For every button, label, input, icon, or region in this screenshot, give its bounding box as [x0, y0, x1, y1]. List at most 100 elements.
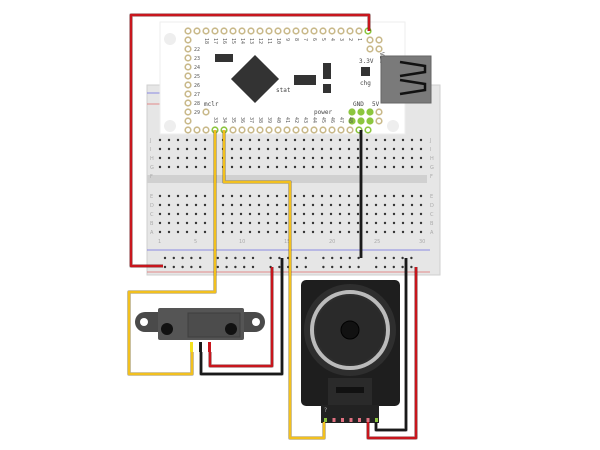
breadboard-hole	[338, 221, 342, 225]
mclr-label: mclr	[204, 101, 219, 108]
breadboard-hole	[302, 138, 306, 142]
rail-hole	[348, 256, 351, 260]
board-pad	[346, 27, 354, 35]
column-marker: 10	[239, 239, 245, 245]
breadboard-hole	[410, 230, 414, 234]
rail-hole	[331, 265, 334, 269]
breadboard-hole	[248, 221, 252, 225]
breadboard-hole	[419, 194, 423, 198]
breadboard-hole	[248, 203, 252, 207]
pin-label: 25	[194, 74, 200, 80]
breadboard-hole	[176, 230, 180, 234]
column-marker: 5	[194, 239, 197, 245]
breadboard-hole	[239, 194, 243, 198]
usb-port-icon	[399, 60, 427, 78]
breadboard-hole	[383, 156, 387, 160]
sensor-mount-hole	[252, 318, 260, 326]
breadboard-hole	[248, 138, 252, 142]
board-pad	[375, 36, 383, 44]
breadboard-hole	[419, 165, 423, 169]
power-wire-board-to-rail	[129, 13, 371, 268]
breadboard-hole	[392, 221, 396, 225]
component-capacitor	[323, 63, 331, 79]
breadboard-hole	[419, 221, 423, 225]
board-pad	[375, 45, 383, 53]
pin-label: 29	[194, 110, 200, 116]
board-pad	[184, 27, 192, 35]
board-pad	[256, 126, 264, 134]
breadboard-hole	[410, 165, 414, 169]
board-pad	[337, 126, 345, 134]
breadboard-hole	[383, 138, 387, 142]
rail-hole	[331, 256, 334, 260]
5v-label: 5V	[372, 101, 380, 108]
breadboard-hole	[365, 203, 369, 207]
breadboard-hole	[266, 194, 270, 198]
pin-label: 9	[284, 38, 290, 41]
row-letter: D	[430, 203, 434, 209]
breadboard-hole	[158, 138, 162, 142]
breadboard-center-channel	[147, 175, 427, 183]
breadboard-hole	[248, 147, 252, 151]
breadboard-hole	[302, 221, 306, 225]
rail-hole	[251, 256, 255, 260]
breadboard-hole	[275, 165, 279, 169]
breadboard-hole	[221, 212, 225, 216]
breadboard-hole	[194, 212, 198, 216]
microcontroller-board: stat chg 3.3V VIN mclr power GND 5V 1817…	[159, 21, 406, 135]
board-pad	[184, 99, 192, 107]
pin-label: 28	[194, 101, 200, 107]
breadboard-hole	[311, 230, 315, 234]
pin-label: 34	[221, 117, 227, 123]
breadboard-hole	[356, 221, 360, 225]
breadboard-hole	[257, 138, 261, 142]
breadboard-hole	[392, 165, 396, 169]
breadboard-hole	[248, 230, 252, 234]
pin-label: 6	[311, 38, 317, 41]
board-pad	[319, 126, 327, 134]
pin-label: 16	[221, 38, 227, 44]
rail-hole	[225, 256, 228, 260]
breadboard-hole	[374, 138, 378, 142]
pin-label: 1	[356, 38, 362, 41]
breadboard-hole	[329, 221, 333, 225]
breadboard-hole	[203, 212, 207, 216]
breadboard-hole	[266, 212, 270, 216]
breadboard-hole	[194, 194, 198, 198]
breadboard-hole	[410, 212, 414, 216]
breadboard-hole	[374, 165, 378, 169]
breadboard-hole	[257, 194, 261, 198]
breadboard-hole	[203, 156, 207, 160]
power-wire-sensor	[208, 267, 274, 368]
board-pad	[366, 36, 374, 44]
breadboard-hole	[392, 138, 396, 142]
column-marker: 20	[329, 239, 335, 245]
row-letter: G	[430, 165, 434, 171]
board-pad	[310, 27, 318, 35]
breadboard-hole	[167, 147, 171, 151]
mount-hole	[387, 120, 399, 132]
board-pad	[292, 27, 300, 35]
rail-hole	[322, 256, 325, 260]
board-pad	[229, 27, 237, 35]
breadboard-hole	[239, 156, 243, 160]
breadboard-hole	[221, 203, 225, 207]
breadboard-hole	[329, 230, 333, 234]
pin-label: 5	[320, 38, 326, 41]
breadboard-hole	[176, 156, 180, 160]
v33-label: 3.3V	[359, 58, 374, 65]
rail-hole	[392, 256, 395, 260]
breadboard-hole	[266, 203, 270, 207]
row-letter: A	[430, 230, 434, 236]
breadboard-hole	[185, 230, 189, 234]
board-pad	[229, 126, 237, 134]
breadboard-hole	[383, 165, 387, 169]
pin-label: 46	[329, 117, 335, 123]
board-pad	[184, 54, 192, 62]
breadboard-hole	[329, 156, 333, 160]
rail-hole	[392, 265, 395, 269]
breadboard-hole	[329, 203, 333, 207]
breadboard-hole	[320, 165, 324, 169]
breadboard-hole	[302, 212, 306, 216]
